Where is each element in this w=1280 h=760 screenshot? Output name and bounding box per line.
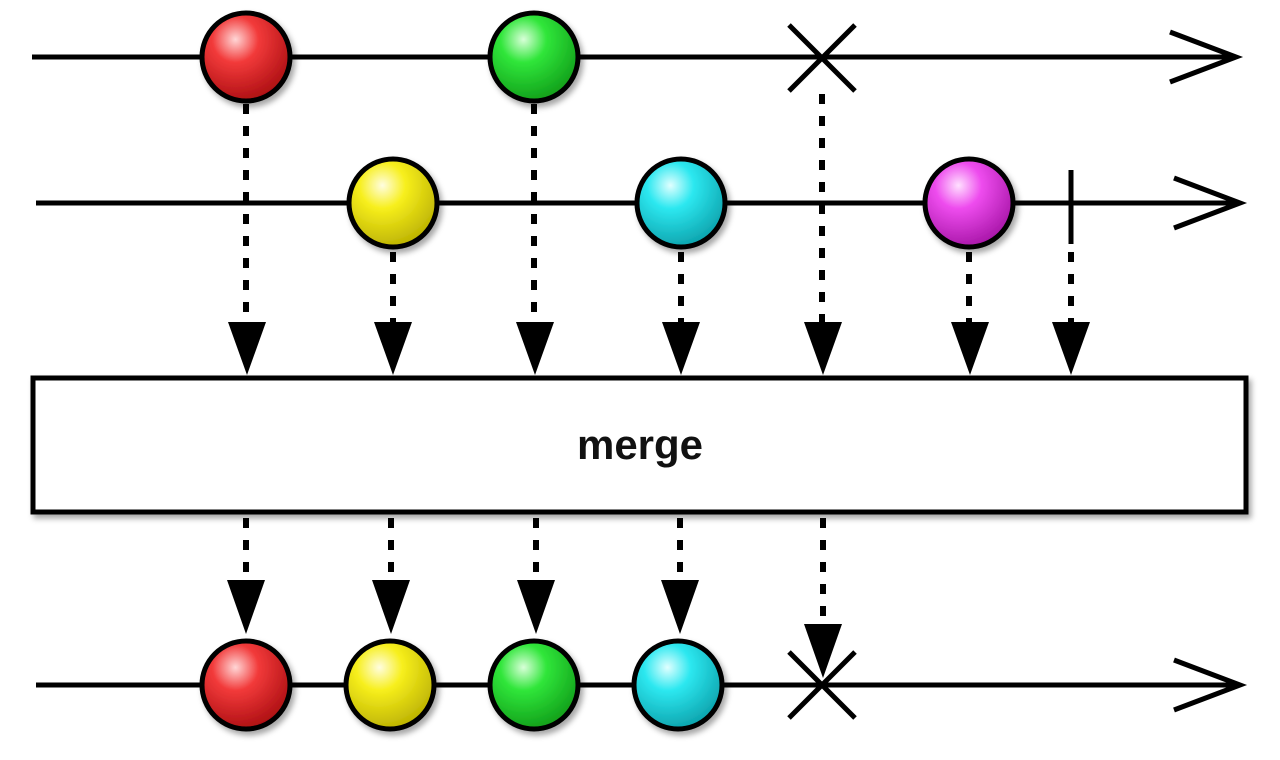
input-arrowheads xyxy=(228,322,1090,375)
marble-red xyxy=(199,10,293,104)
arrowhead-down-icon xyxy=(516,322,554,375)
arrowhead-down-icon xyxy=(1052,322,1090,375)
error-x-icon xyxy=(787,650,857,720)
arrowhead-down-icon xyxy=(804,624,842,678)
output-connectors xyxy=(243,518,826,624)
marble-red xyxy=(199,638,293,732)
input-stream-b xyxy=(36,156,1248,250)
arrowhead-down-icon xyxy=(951,322,989,375)
marble-yellow xyxy=(346,156,440,250)
arrowhead-down-icon xyxy=(227,580,265,634)
arrowhead-down-icon xyxy=(662,322,700,375)
arrowhead-down-icon xyxy=(517,580,555,634)
arrowhead-down-icon xyxy=(804,322,842,375)
output-stream xyxy=(36,638,1248,732)
arrowhead-down-icon xyxy=(374,322,412,375)
error-x-icon xyxy=(787,23,857,93)
operator-box xyxy=(30,375,1249,515)
marble-green xyxy=(487,638,581,732)
timeline-arrowhead-icon xyxy=(1169,29,1244,85)
marble-magenta xyxy=(922,156,1016,250)
arrowhead-down-icon xyxy=(372,580,410,634)
marble-green xyxy=(487,10,581,104)
input-stream-a xyxy=(32,10,1244,104)
input-connectors xyxy=(243,94,1074,322)
marble-cyan xyxy=(634,156,728,250)
timeline-arrowhead-icon xyxy=(1173,657,1248,713)
timeline-arrowhead-icon xyxy=(1173,175,1248,231)
arrowhead-down-icon xyxy=(661,580,699,634)
marble-yellow xyxy=(343,638,437,732)
output-arrowheads xyxy=(227,580,842,678)
arrowhead-down-icon xyxy=(228,322,266,375)
marble-cyan xyxy=(631,638,725,732)
